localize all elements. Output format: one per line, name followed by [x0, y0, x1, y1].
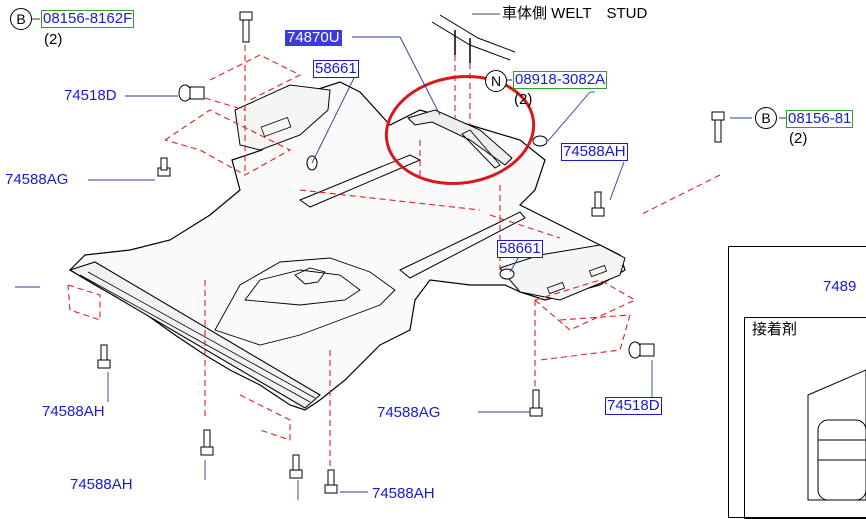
part-7489-inset-label[interactable]: 7489 — [823, 278, 857, 295]
adhesive-inset-frame — [744, 317, 866, 519]
part-08156-81-label[interactable]: 08156-81 — [785, 110, 854, 128]
part-74588AH-right-label[interactable]: 74588AH — [561, 143, 628, 161]
part-58661-top-label[interactable]: 58661 — [313, 60, 359, 78]
part-74588AH-left-label[interactable]: 74588AH — [42, 403, 105, 420]
part-74518D-right-label[interactable]: 74518D — [605, 397, 662, 415]
qty-08918-3082A: (2) — [514, 91, 533, 108]
part-74588AG-bottom-label[interactable]: 74588AG — [377, 404, 441, 421]
b-callout-symbol-right: B — [755, 107, 777, 129]
parts-diagram — [15, 11, 866, 501]
part-08156-8162F-label[interactable]: 08156-8162F — [40, 10, 135, 28]
b-callout-symbol: B — [10, 8, 32, 30]
part-08918-3082A-label[interactable]: 08918-3082A — [512, 71, 608, 89]
adhesive-note: 接着剤 — [752, 321, 798, 338]
qty-08156-8162F: (2) — [44, 31, 63, 48]
part-58661-mid-label[interactable]: 58661 — [497, 240, 543, 258]
n-callout-symbol: N — [485, 70, 507, 92]
part-74588AH-bottom-label[interactable]: 74588AH — [372, 485, 435, 502]
part-74588AG-left-label[interactable]: 74588AG — [5, 171, 69, 188]
body-side-stud-note: 車体側 WELT STUD — [502, 5, 648, 22]
undercover-panel — [69, 81, 626, 411]
part-74588AH-bottom-left-label[interactable]: 74588AH — [70, 476, 133, 493]
part-74870U-label[interactable]: 74870U — [285, 29, 342, 46]
qty-08156-81: (2) — [789, 130, 808, 147]
highlight-circle — [384, 75, 536, 185]
part-74518D-left-label[interactable]: 74518D — [64, 87, 117, 104]
